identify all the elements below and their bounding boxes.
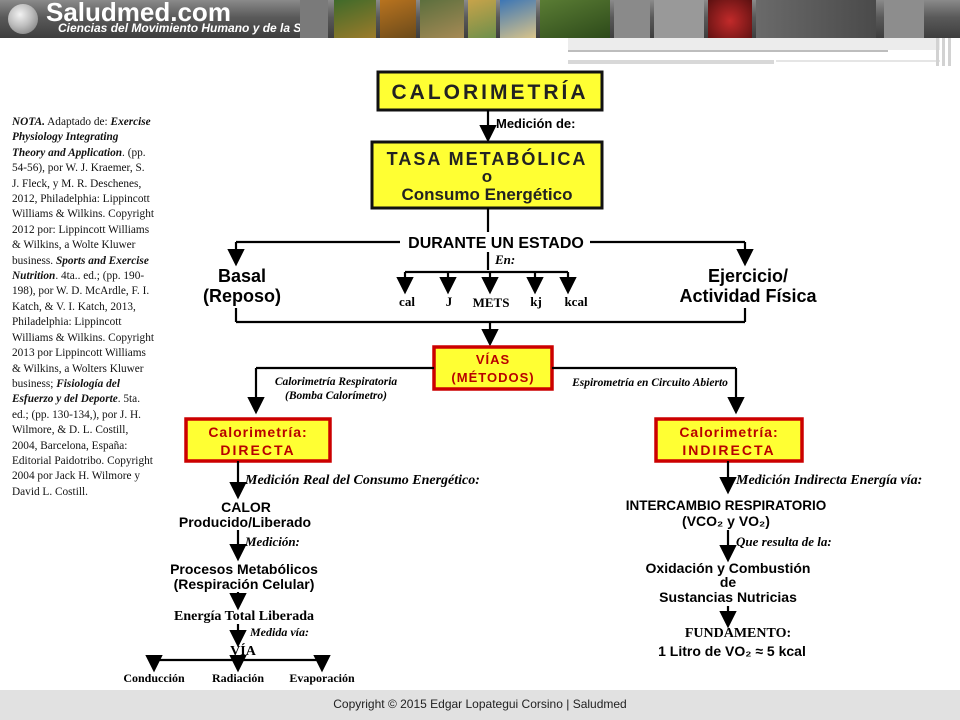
site-tagline: Ciencias del Movimiento Humano y de la S… — [58, 21, 327, 35]
medicion-real-label: Medición Real del Consumo Energético: — [244, 473, 480, 488]
header-divider — [568, 38, 940, 50]
directa-box — [184, 417, 332, 463]
banner-photo-cyclist-icon — [614, 0, 650, 38]
banner-photo-ecg-icon — [756, 0, 876, 38]
actividad-fisica-label: Actividad Física — [679, 286, 817, 306]
directa-calorimetria-label: Calorimetría: — [208, 424, 307, 440]
unit-mets: METS — [473, 295, 510, 310]
header-divider — [568, 60, 774, 64]
sustancias-nutricias-label: Sustancias Nutricias — [659, 589, 797, 605]
oxidacion-label: Oxidación y Combustión — [646, 560, 811, 576]
unit-j: J — [446, 294, 453, 309]
note-text: . 5ta. ed.; (pp. 130-134,), por J. H. Wi… — [12, 393, 153, 498]
unit-kcal: kcal — [564, 294, 588, 309]
calor-label: CALOR — [221, 499, 271, 515]
banner-photo-walkers-icon — [654, 0, 704, 38]
header-divider — [568, 50, 888, 52]
title-box — [376, 70, 604, 112]
ejercicio-label: Ejercicio/ — [708, 266, 788, 286]
de-label: de — [720, 574, 737, 590]
medicion-label: Medición: — [244, 534, 300, 549]
site-header-banner: Saludmed.com Ciencias del Movimiento Hum… — [0, 0, 960, 38]
banner-photo-heart-icon — [708, 0, 752, 38]
tasa-metabolica-label: TASA METABÓLICA — [387, 148, 588, 169]
tasa-metabolica-box — [370, 140, 604, 210]
banner-photo-climbers-icon — [380, 0, 416, 38]
medicion-indirecta-label: Medición Indirecta Energía vía: — [735, 473, 922, 488]
respiracion-celular-label: (Respiración Celular) — [174, 576, 315, 592]
calorimetria-respiratoria-label: Calorimetría Respiratoria — [275, 376, 398, 388]
banner-photo-family-icon — [420, 0, 464, 38]
intercambio-respiratorio-label: INTERCAMBIO RESPIRATORIO — [626, 498, 827, 513]
copyright-text: Copyright © 2015 Edgar Lopategui Corsino… — [333, 697, 627, 711]
directa-label: DIRECTA — [220, 442, 295, 458]
note-text: . 4ta.. ed.; (pp. 190-198), por W. D. Mc… — [12, 270, 154, 390]
vco2-vo2-label: (VCO₂ y VO₂) — [682, 513, 770, 529]
consumo-energetico-label: Consumo Energético — [402, 185, 573, 204]
note-lead: NOTA. — [12, 116, 45, 128]
header-divider — [942, 38, 945, 66]
procesos-metabolicos-label: Procesos Metabólicos — [170, 561, 318, 577]
note-book-title: Sports and Exercise Nutrition — [12, 254, 149, 283]
note-text: . (pp. 54-56), por W. J. Kraemer, S. J. … — [12, 146, 154, 267]
fundamento-label: FUNDAMENTO: — [685, 626, 791, 641]
que-resulta-label: Que resulta de la: — [736, 534, 832, 549]
vias-label: VÍAS — [476, 352, 510, 367]
evaporacion-label: Evaporación — [289, 671, 355, 685]
banner-photo-runner-icon — [884, 0, 924, 38]
energia-total-label: Energía Total Liberada — [174, 609, 314, 624]
banner-photo-runners-icon — [300, 0, 328, 38]
indirecta-label: INDIRECTA — [682, 442, 775, 458]
reposo-label: (Reposo) — [203, 286, 281, 306]
espirometria-label: Espirometría en Circuito Abierto — [571, 377, 728, 389]
metodos-label: (MÉTODOS) — [451, 370, 534, 385]
unit-cal: cal — [399, 294, 415, 309]
header-divider — [776, 60, 940, 62]
basal-label: Basal — [218, 266, 266, 286]
site-name[interactable]: Saludmed.com — [46, 0, 231, 27]
tasa-or-label: o — [482, 167, 492, 186]
banner-photo-dancer-icon — [468, 0, 496, 38]
note-book-title: Fisiología del Esfuerzo y del Deporte — [12, 377, 120, 406]
saludmed-logo-icon — [8, 4, 38, 34]
banner-photo-jungle-icon — [334, 0, 376, 38]
note-text: Adaptado de: — [44, 116, 111, 128]
diagram-title: CALORIMETRÍA — [392, 81, 589, 104]
banner-photo-beach-icon — [500, 0, 536, 38]
durante-label: DURANTE UN ESTADO — [408, 235, 584, 252]
en-label: En: — [494, 252, 515, 267]
medicion-de-label: Medición de: — [496, 116, 575, 131]
source-note: NOTA. Adaptado de: Exercise Physiology I… — [12, 115, 154, 500]
producido-liberado-label: Producido/Liberado — [179, 514, 311, 530]
header-divider — [948, 38, 951, 66]
footer: Copyright © 2015 Edgar Lopategui Corsino… — [0, 690, 960, 720]
radiacion-label: Radiación — [212, 671, 264, 685]
indirecta-calorimetria-label: Calorimetría: — [679, 424, 778, 440]
medida-via-label: Medida vía: — [249, 625, 309, 639]
note-book-title: Exercise Physiology Integrating Theory a… — [12, 116, 151, 159]
bomba-calorimetro-label: (Bomba Calorímetro) — [285, 390, 387, 402]
header-divider — [936, 38, 939, 66]
via-label: VÍA — [230, 642, 257, 659]
conduccion-label: Conducción — [123, 671, 185, 685]
banner-photo-stretching-icon — [540, 0, 610, 38]
litro-vo2-label: 1 Litro de VO₂ ≈ 5 kcal — [658, 643, 806, 659]
unit-kj: kj — [530, 294, 542, 309]
